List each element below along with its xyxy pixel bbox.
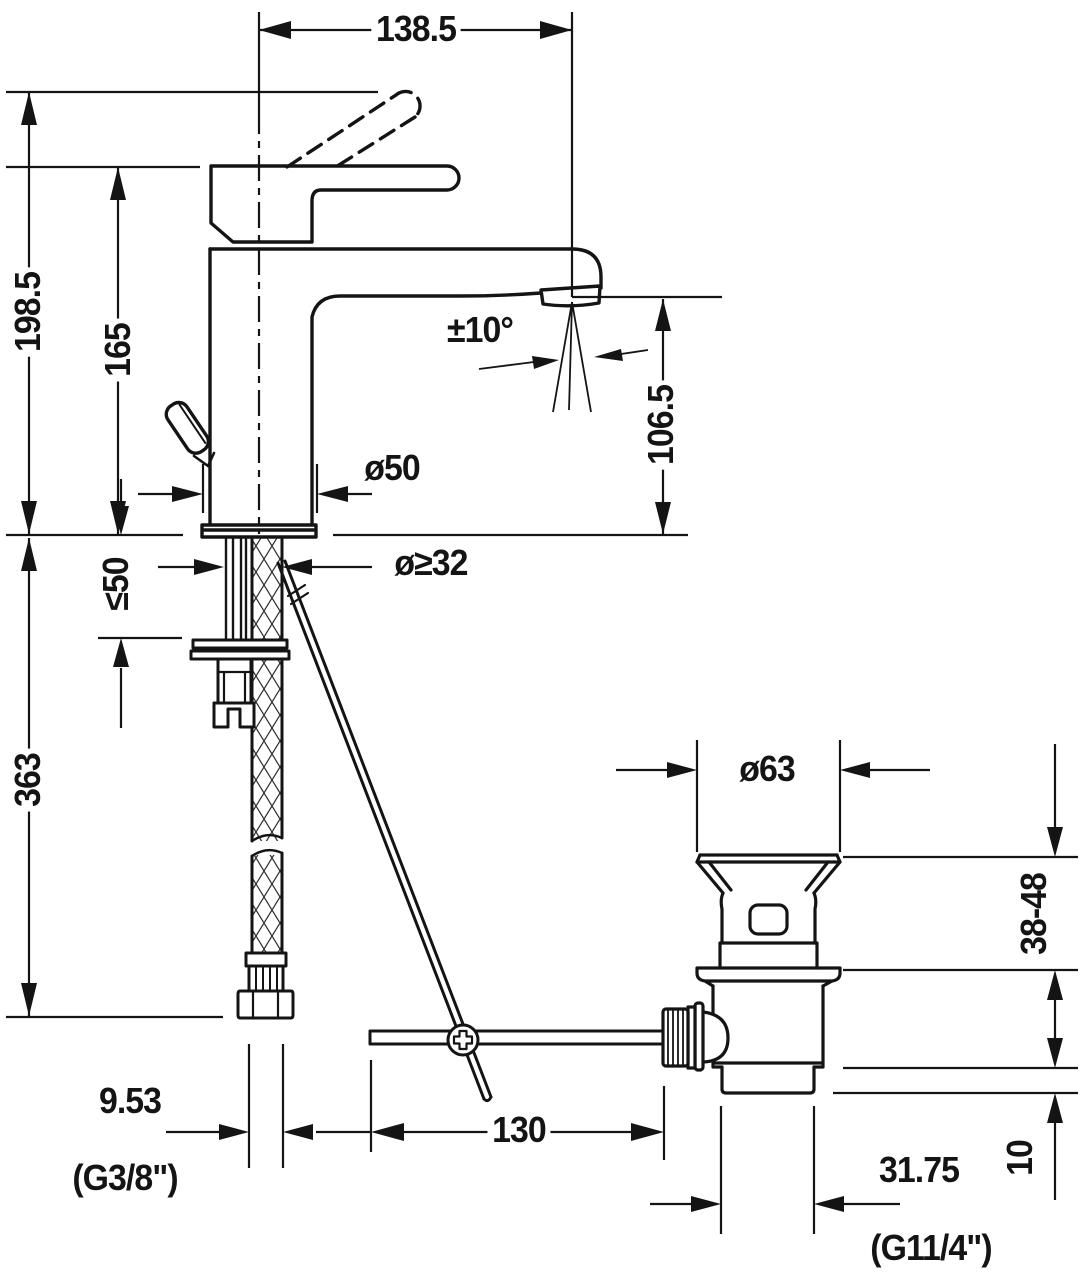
hose-crimp: [244, 951, 288, 968]
supply-hose: [189, 535, 295, 1020]
pop-up-rod-assembly: [276, 559, 665, 1103]
reference-lines: [6, 12, 1078, 1234]
dim-overall-height: 198.5: [7, 267, 48, 357]
spout-underside: [310, 291, 543, 526]
supply-pipes: [224, 535, 248, 642]
hose-hex-nut: [236, 989, 295, 1020]
dim-deck-thickness: ≤50: [95, 552, 136, 616]
mounting-fork: [212, 701, 256, 729]
mounting-washer-top: [191, 638, 289, 650]
spout-top: [208, 247, 603, 290]
pivot-screw-cross: [452, 1029, 474, 1051]
horizontal-rod: [368, 1029, 665, 1046]
dim-tailpiece-diameter: 31.75: [874, 1150, 964, 1190]
aerator: [539, 284, 602, 308]
dim-handle-height: 165: [97, 318, 138, 382]
dim-spout-height: 106.5: [640, 380, 681, 470]
dim-aerator-angle: ±10°: [442, 310, 518, 350]
dimension-lines: [27, 28, 1057, 1206]
drain-window: [748, 903, 789, 936]
dim-hose-length: 363: [7, 748, 48, 812]
dimension-arrowheads: [21, 21, 1063, 1212]
handle-lever: [209, 164, 461, 244]
tailpipe: [720, 1065, 816, 1095]
drain-assembly: [661, 853, 842, 1095]
handle-open-dashed: [285, 89, 422, 172]
dim-basin-mount-range: 38-48: [1013, 868, 1054, 960]
dim-drain-thread: (G11/4"): [865, 1228, 997, 1268]
dim-tailpiece-step: 10: [999, 1135, 1040, 1181]
dim-hole-diameter: ø≥32: [389, 543, 473, 583]
dim-spout-reach: 138.5: [371, 9, 461, 49]
dim-hose-thread: (G3/8"): [67, 1158, 183, 1198]
drain-boss: [701, 1010, 730, 1064]
knurled-knob: [661, 1007, 690, 1068]
diagonal-rod: [276, 559, 493, 1101]
rod-break-ticks: [286, 583, 310, 606]
dim-rod-reach: 130: [487, 1110, 551, 1150]
pull-rod-knob: [164, 400, 211, 455]
dim-hose-connector: 9.53: [94, 1081, 166, 1121]
dim-base-diameter: ø50: [359, 448, 425, 488]
base-flange: [200, 523, 318, 539]
faucet-outline: [164, 89, 603, 539]
dim-drain-flange-diameter: ø63: [734, 749, 800, 789]
